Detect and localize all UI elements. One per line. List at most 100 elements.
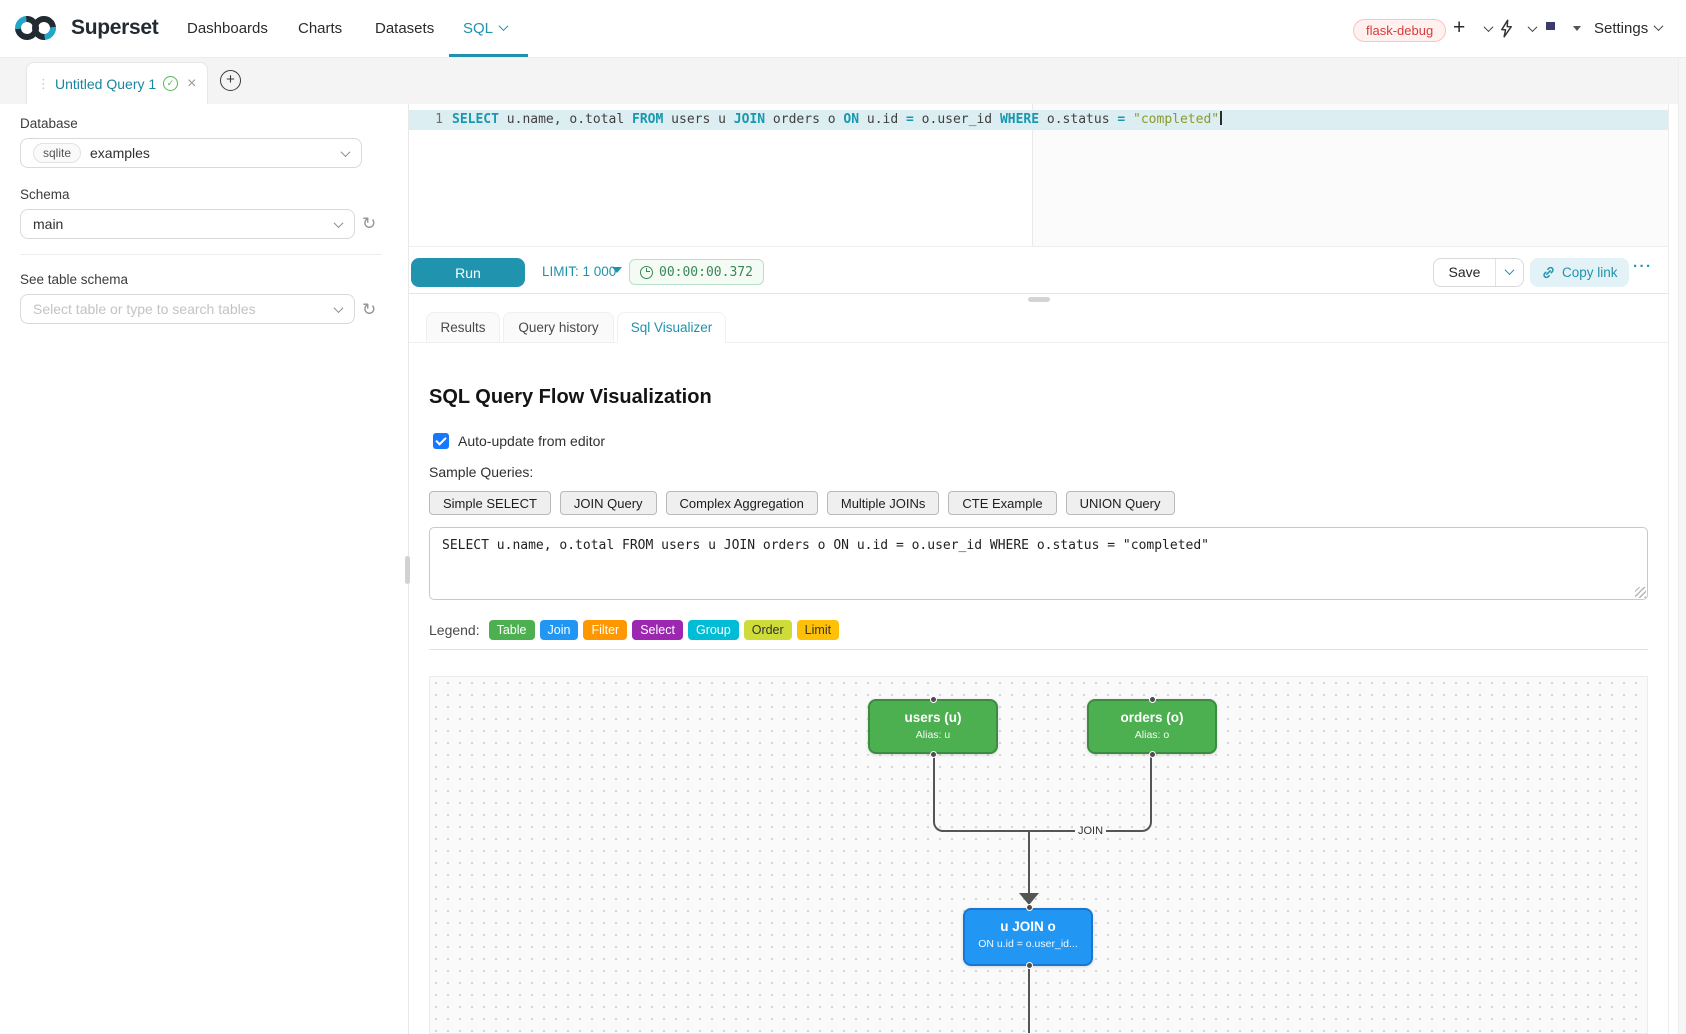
- sample-button-cte-example[interactable]: CTE Example: [948, 491, 1057, 515]
- database-label: Database: [20, 116, 78, 131]
- save-dropdown-toggle[interactable]: [1495, 259, 1523, 286]
- new-query-tab-button[interactable]: +: [220, 70, 241, 91]
- schema-value: main: [33, 216, 64, 232]
- node-handle[interactable]: [1026, 962, 1033, 969]
- node-title: u JOIN o: [1000, 919, 1056, 934]
- copy-link-button[interactable]: Copy link: [1530, 258, 1629, 287]
- chevron-down-icon: [333, 218, 344, 229]
- lightning-icon[interactable]: [1499, 19, 1514, 43]
- save-button-label[interactable]: Save: [1448, 264, 1481, 280]
- limit-dropdown[interactable]: LIMIT: 1 000: [542, 264, 617, 279]
- drag-handle-icon[interactable]: ⋮: [37, 75, 50, 91]
- active-nav-underline: [449, 54, 528, 57]
- chevron-down-icon[interactable]: [1527, 22, 1538, 33]
- legend-badge-table: Table: [488, 620, 535, 640]
- flow-node-join[interactable]: u JOIN o ON u.id = o.user_id...: [963, 908, 1093, 966]
- edge-users-to-join: [933, 754, 1029, 832]
- settings-menu[interactable]: Settings: [1594, 20, 1664, 37]
- query-text-input[interactable]: SELECT u.name, o.total FROM users u JOIN…: [429, 527, 1648, 600]
- tab-query-history[interactable]: Query history: [503, 312, 614, 343]
- sample-button-complex-aggregation[interactable]: Complex Aggregation: [665, 491, 818, 515]
- legend-badge-select: Select: [632, 620, 683, 640]
- edge-join-to-next: [1028, 966, 1030, 1033]
- tab-sql-visualizer[interactable]: Sql Visualizer: [617, 312, 726, 343]
- sample-button-multiple-joins[interactable]: Multiple JOINs: [826, 491, 940, 515]
- legend-badge-join: Join: [539, 620, 579, 640]
- sidebar-divider: [20, 254, 382, 255]
- auto-update-label: Auto-update from editor: [458, 433, 606, 449]
- close-tab-icon[interactable]: ×: [187, 74, 197, 92]
- node-handle[interactable]: [1026, 904, 1033, 911]
- chevron-down-icon: [498, 21, 509, 32]
- query-timer: 00:00:00.372: [629, 259, 764, 285]
- nav-item-dashboards[interactable]: Dashboards: [187, 20, 268, 37]
- tab-results[interactable]: Results: [426, 312, 500, 343]
- legend-badge-group: Group: [687, 620, 739, 640]
- database-engine-tag: sqlite: [33, 143, 82, 163]
- navbar: Superset Dashboards Charts Datasets SQL …: [0, 0, 1686, 58]
- legend-badge-filter: Filter: [583, 620, 628, 640]
- panel-resize-handle[interactable]: [405, 556, 410, 584]
- superset-infinity-icon: [10, 11, 67, 45]
- timer-value: 00:00:00.372: [659, 264, 753, 280]
- chevron-down-icon: [333, 303, 344, 314]
- nav-item-charts[interactable]: Charts: [298, 20, 343, 37]
- refresh-tables-icon[interactable]: ↻: [362, 300, 377, 319]
- table-select[interactable]: Select table or type to search tables: [20, 294, 355, 324]
- database-select[interactable]: sqlite examples: [20, 138, 362, 168]
- flow-node-orders[interactable]: orders (o) Alias: o: [1087, 699, 1217, 754]
- run-button[interactable]: Run: [411, 258, 525, 287]
- chevron-down-icon: [1653, 21, 1664, 32]
- edge-merge-vertical: [1028, 832, 1030, 894]
- content-right-border: [1668, 104, 1669, 1034]
- node-subtitle: ON u.id = o.user_id...: [978, 938, 1078, 950]
- node-handle[interactable]: [1149, 696, 1156, 703]
- join-edge-label: JOIN: [1075, 825, 1107, 837]
- sample-button-join-query[interactable]: JOIN Query: [559, 491, 657, 515]
- text-cursor: [1220, 111, 1222, 125]
- south-pane-resize-handle[interactable]: [1028, 297, 1050, 302]
- sql-code-line: SELECT u.name, o.total FROM users u JOIN…: [452, 110, 1222, 130]
- clock-icon: [640, 265, 653, 279]
- print-margin-line: [1032, 104, 1033, 246]
- page-scrollbar[interactable]: [1678, 58, 1686, 1034]
- nav-item-sql[interactable]: SQL: [463, 20, 509, 37]
- link-icon: [1543, 266, 1554, 279]
- sample-button-simple-select[interactable]: Simple SELECT: [429, 491, 551, 515]
- textarea-resize-grip[interactable]: [1635, 587, 1646, 598]
- caret-down-icon[interactable]: [612, 267, 622, 273]
- chevron-down-icon: [1504, 264, 1515, 275]
- new-item-button[interactable]: +: [1453, 16, 1466, 39]
- node-handle[interactable]: [930, 751, 937, 758]
- schema-select[interactable]: main: [20, 209, 355, 239]
- table-schema-label: See table schema: [20, 272, 129, 287]
- node-handle[interactable]: [930, 696, 937, 703]
- node-title: orders (o): [1120, 710, 1184, 725]
- flow-canvas[interactable]: users (u) Alias: u orders (o) Alias: o J…: [429, 676, 1648, 1034]
- chevron-down-icon: [340, 147, 351, 158]
- node-handle[interactable]: [1149, 751, 1156, 758]
- node-subtitle: Alias: u: [915, 729, 951, 741]
- caret-down-icon[interactable]: [1573, 26, 1581, 31]
- check-circle-icon: [163, 76, 179, 91]
- brand-name: Superset: [71, 16, 159, 39]
- auto-update-checkbox[interactable]: [433, 433, 449, 449]
- nav-item-datasets[interactable]: Datasets: [375, 20, 435, 37]
- save-button[interactable]: Save: [1433, 258, 1524, 287]
- flow-node-users[interactable]: users (u) Alias: u: [868, 699, 998, 754]
- more-options-button[interactable]: ···: [1633, 258, 1653, 275]
- arrowhead-icon: [1019, 893, 1039, 905]
- query-tab-untitled-query-1[interactable]: ⋮ Untitled Query 1 ×: [26, 62, 208, 104]
- content-divider: [429, 649, 1648, 650]
- legend-badge-limit: Limit: [796, 620, 840, 640]
- legend-badge-order: Order: [743, 620, 792, 640]
- superset-logo[interactable]: Superset: [10, 11, 159, 45]
- sql-editor[interactable]: 1 SELECT u.name, o.total FROM users u JO…: [409, 104, 1668, 246]
- chevron-down-icon[interactable]: [1483, 22, 1494, 33]
- node-title: users (u): [904, 710, 962, 725]
- sample-button-union-query[interactable]: UNION Query: [1065, 491, 1175, 515]
- refresh-schema-icon[interactable]: ↻: [362, 214, 377, 233]
- active-line-highlight: [409, 110, 1668, 130]
